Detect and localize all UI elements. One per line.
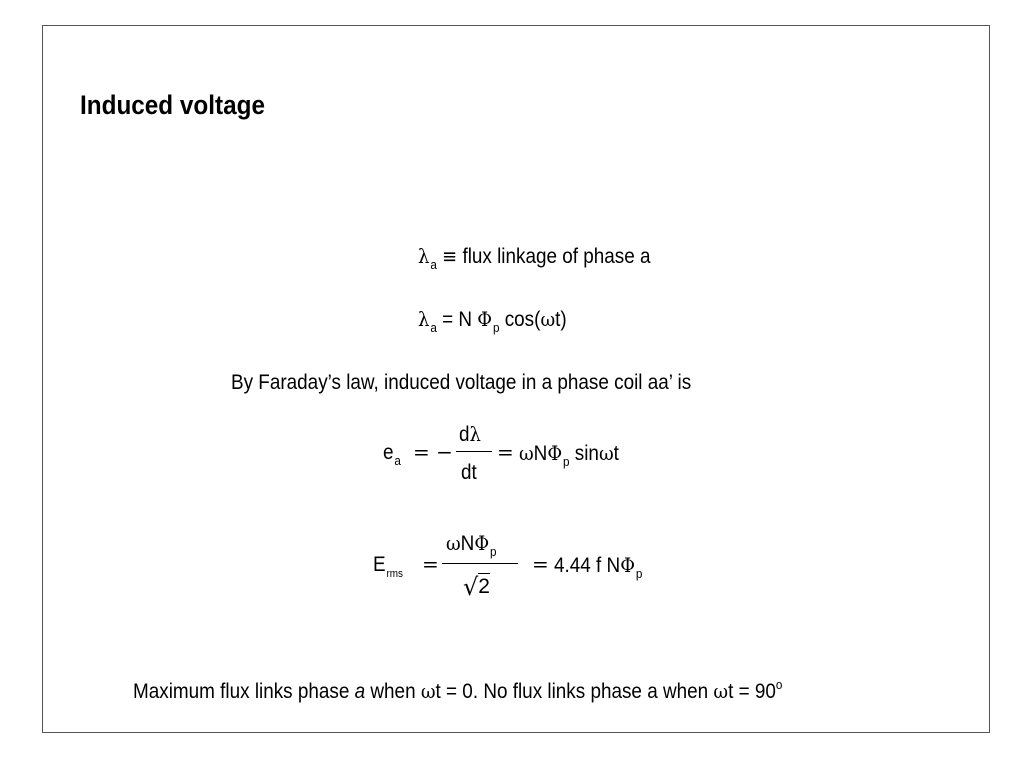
phi-subscript: p xyxy=(563,454,570,469)
n-symbol: N xyxy=(533,442,548,465)
phi-subscript: p xyxy=(492,320,500,335)
note-part-3: t = 0. No flux links phase a when xyxy=(435,680,714,703)
lambda-symbol: λ xyxy=(469,422,481,446)
omega-symbol: ω xyxy=(540,307,556,331)
note-part-1: Maximum flux links phase xyxy=(133,680,355,703)
equals-symbol: = xyxy=(422,552,439,576)
phi-subscript: p xyxy=(635,566,643,581)
flux-linkage-text: flux linkage of phase a xyxy=(462,245,651,268)
equals-symbol: = xyxy=(497,440,514,464)
d-symbol: d xyxy=(459,423,470,446)
erms-lhs: Erms xyxy=(373,553,404,580)
lambda-subscript: a xyxy=(430,320,437,335)
equals-minus: = − xyxy=(413,440,453,464)
lambda-symbol: λ xyxy=(418,244,430,268)
rms-constant: 4.44 f N xyxy=(554,554,621,577)
equation-flux-linkage-value: λa = N Φp cos(ωt) xyxy=(418,307,567,335)
phi-symbol: Φ xyxy=(547,441,563,465)
n-symbol: N xyxy=(460,532,475,555)
ea-lhs: ea xyxy=(383,441,401,468)
fraction-denominator: dt xyxy=(461,461,477,484)
omega-symbol: ω xyxy=(519,441,534,465)
sin-text: sin xyxy=(574,442,599,465)
omega-symbol: ω xyxy=(446,531,461,555)
e-symbol: e xyxy=(383,441,394,464)
t-symbol: t xyxy=(613,442,619,465)
cos-close: t) xyxy=(555,308,567,331)
degree-superscript: o xyxy=(775,677,783,692)
e-symbol: E xyxy=(373,553,386,576)
slide-title: Induced voltage xyxy=(80,90,265,120)
e-subscript: a xyxy=(394,453,401,468)
sqrt-value: 2 xyxy=(478,573,490,598)
equals-symbol-2: = xyxy=(532,552,549,576)
fraction-numerator: dλ xyxy=(459,422,481,447)
equals-n: = N xyxy=(442,308,473,331)
phi-symbol: Φ xyxy=(477,307,493,331)
rms-numerator: ωNΦp xyxy=(446,531,497,559)
omega-symbol: ω xyxy=(713,679,729,703)
note-part-2: when xyxy=(365,680,421,703)
phi-symbol: Φ xyxy=(620,553,635,577)
fraction-bar xyxy=(442,563,518,564)
fraction-bar xyxy=(456,451,492,452)
cos-open: cos( xyxy=(504,308,541,331)
induced-voltage-rhs: ωNΦp sinωt xyxy=(519,441,619,469)
omega-symbol: ω xyxy=(420,679,436,703)
equation-flux-linkage-definition: λa ≡ flux linkage of phase a xyxy=(418,244,651,272)
sqrt-expression: √2 xyxy=(463,573,490,601)
sqrt-sign: √ xyxy=(463,573,479,601)
note-italic-a: a xyxy=(354,680,366,703)
rms-subscript: rms xyxy=(386,568,404,580)
faraday-statement: By Faraday’s law, induced voltage in a p… xyxy=(231,371,692,394)
slide-frame xyxy=(42,25,990,733)
flux-note: Maximum flux links phase a when ωt = 0. … xyxy=(133,677,783,704)
note-part-4: t = 90 xyxy=(728,680,776,703)
rms-rhs: 4.44 f NΦp xyxy=(554,553,643,581)
phi-symbol: Φ xyxy=(474,531,490,555)
equiv-symbol: ≡ xyxy=(442,244,458,268)
omega-symbol: ω xyxy=(598,441,614,465)
lambda-subscript: a xyxy=(430,257,437,272)
lambda-symbol: λ xyxy=(418,307,430,331)
phi-subscript: p xyxy=(490,544,497,559)
